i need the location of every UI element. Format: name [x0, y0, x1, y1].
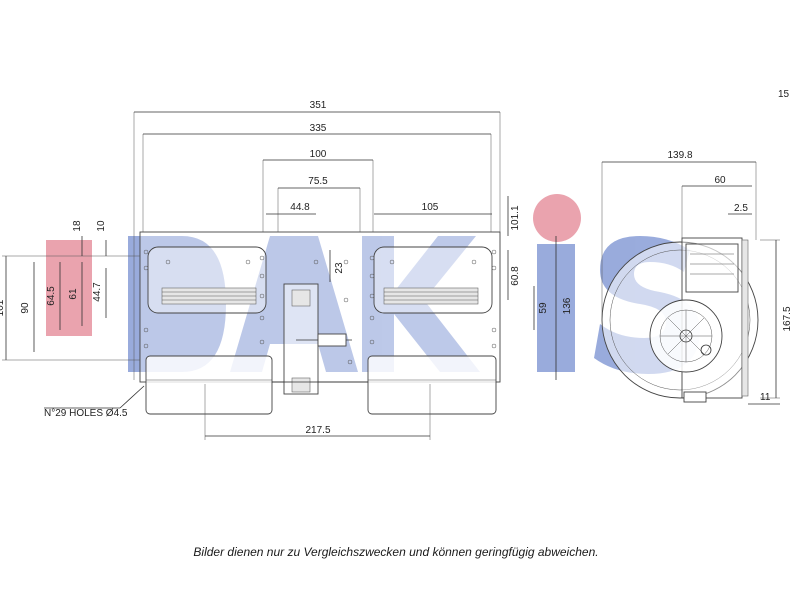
dimension-167-5: 167.5 — [760, 239, 793, 399]
dim-101: 101 — [0, 299, 6, 316]
dimension-136: 136 — [555, 236, 573, 380]
dim-61: 61 — [68, 288, 79, 300]
dimension-60: 60 — [681, 175, 752, 238]
watermark-red-dot — [533, 194, 581, 242]
motor-spokes — [660, 310, 712, 362]
dim-59: 59 — [538, 302, 549, 314]
corner-mark: 15 — [778, 89, 790, 100]
dim-100: 100 — [310, 149, 327, 160]
dim-2-5: 2.5 — [734, 203, 748, 214]
front-view: 351 335 100 75.5 44.8 105 — [44, 100, 573, 440]
dim-335: 335 — [310, 123, 327, 134]
dim-75-5: 75.5 — [308, 176, 328, 187]
dim-60: 60 — [714, 175, 726, 186]
dimension-100: 100 — [262, 149, 374, 232]
dimension-139-8: 139.8 — [601, 150, 757, 320]
dim-44-7: 44.7 — [92, 282, 103, 302]
dim-44-8: 44.8 — [290, 202, 310, 213]
dim-18: 18 — [72, 220, 83, 232]
dimension-105: 105 — [374, 202, 492, 215]
right-housing — [367, 355, 497, 415]
dimension-44-8: 44.8 — [266, 202, 316, 215]
dim-217-5: 217.5 — [305, 425, 330, 436]
dimension-11: 11 — [748, 392, 780, 405]
dim-101-1: 101.1 — [510, 205, 521, 230]
dimension-217-5: 217.5 — [204, 384, 431, 440]
side-view: 139.8 60 2.5 167.5 11 — [601, 150, 793, 405]
mounting-holes — [143, 249, 497, 365]
dimension-23: 23 — [329, 250, 345, 282]
dim-136: 136 — [562, 297, 573, 314]
holes-note: N°29 HOLES Ø4.5 — [44, 408, 128, 419]
dim-64-5: 64.5 — [46, 286, 57, 306]
dim-105: 105 — [422, 202, 439, 213]
dimension-60-8: 60.8 — [507, 250, 521, 300]
left-dimensions: 101 90 64.5 61 44.7 18 10 — [0, 220, 140, 361]
dimension-351: 351 — [133, 100, 501, 380]
left-housing — [145, 355, 273, 415]
dim-60-8: 60.8 — [510, 266, 521, 286]
dimension-101-1: 101.1 — [507, 196, 521, 236]
dim-23: 23 — [334, 262, 345, 274]
dim-90: 90 — [20, 302, 31, 314]
dimension-335: 335 — [142, 123, 492, 232]
dim-11: 11 — [760, 392, 771, 403]
holes-leader — [119, 385, 145, 409]
dimension-75-5: 75.5 — [277, 176, 361, 232]
dim-351: 351 — [310, 100, 327, 111]
dim-167-5: 167.5 — [782, 306, 793, 331]
dim-139-8: 139.8 — [667, 150, 692, 161]
dimension-2-5: 2.5 — [728, 203, 752, 215]
disclaimer-caption: Bilder dienen nur zu Vergleichszwecken u… — [193, 545, 598, 559]
dimension-59: 59 — [533, 286, 549, 330]
dim-10: 10 — [96, 220, 107, 232]
